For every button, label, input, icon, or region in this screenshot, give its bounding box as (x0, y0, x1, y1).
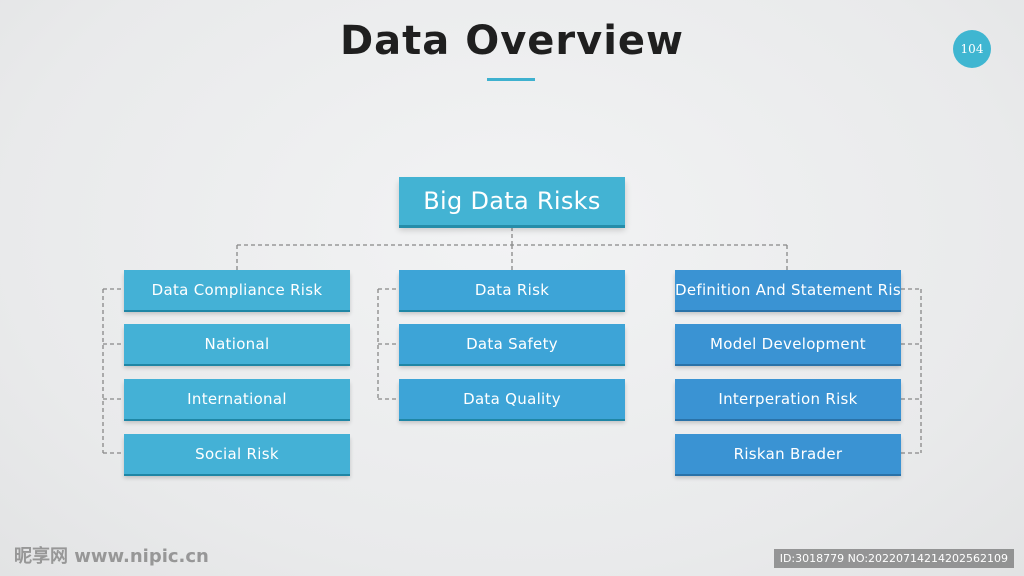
node-data-safety: Data Safety (399, 324, 625, 364)
page-number-badge: 104 (953, 30, 991, 68)
node-national: National (124, 324, 350, 364)
node-international: International (124, 379, 350, 419)
image-id-label: ID:3018779 NO:20220714214202562109 (773, 549, 1014, 568)
node-data-quality: Data Quality (399, 379, 625, 419)
node-social-risk: Social Risk (124, 434, 350, 474)
node-riskan-brader: Riskan Brader (675, 434, 901, 474)
root-node: Big Data Risks (399, 177, 625, 225)
node-definition-and-statement-risk: Definition And Statement Risk (675, 270, 901, 310)
node-data-compliance-risk: Data Compliance Risk (124, 270, 350, 310)
node-data-risk: Data Risk (399, 270, 625, 310)
node-interperation-risk: Interperation Risk (675, 379, 901, 419)
page-title: Data Overview (339, 18, 685, 64)
title-underline (487, 78, 535, 81)
watermark: 昵享网 www.nipic.cn (14, 546, 209, 567)
node-model-development: Model Development (675, 324, 901, 364)
